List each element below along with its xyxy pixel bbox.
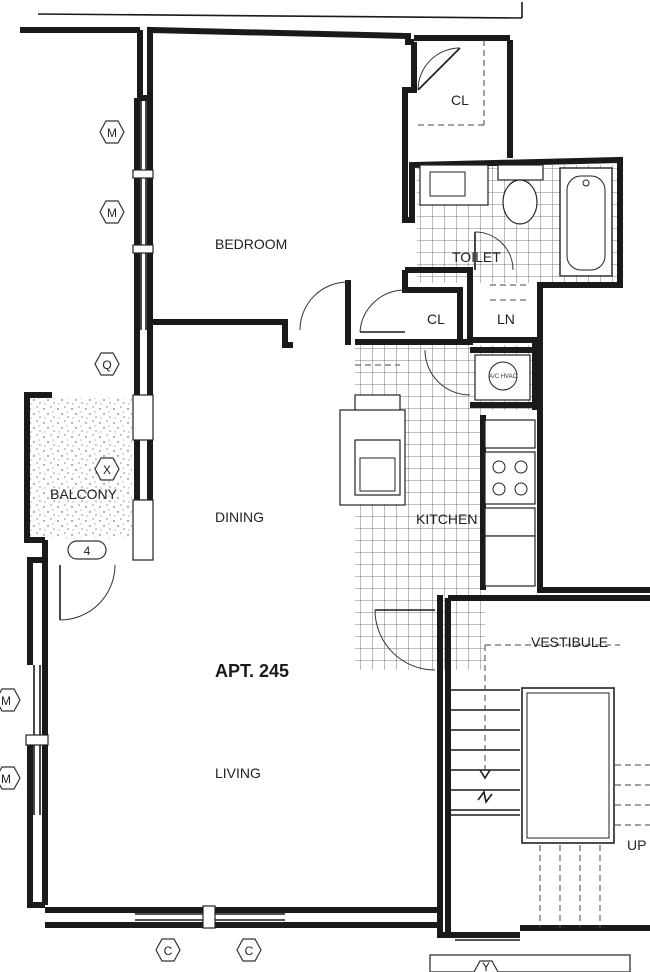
window-tag-x: X xyxy=(94,457,120,481)
door-tag-balcony-text: 4 xyxy=(84,544,91,558)
window-tag-q: Q xyxy=(94,352,120,376)
closet-shelves xyxy=(418,40,485,126)
top-neighbor-wall xyxy=(20,2,523,33)
window-tag-c2-text: C xyxy=(245,944,254,958)
window-tag-m1: M xyxy=(99,120,125,144)
room-label-bedroom: BEDROOM xyxy=(215,236,287,252)
kitchen-fixtures: DW xyxy=(339,364,536,587)
room-label-vestibule: VESTIBULE xyxy=(531,634,608,650)
window-tag-m3: M xyxy=(0,688,21,712)
window-tag-c1-text: C xyxy=(164,944,173,958)
window-tag-y: Y xyxy=(473,960,499,972)
window-tag-m4: M xyxy=(0,766,21,790)
hvac-label: A/C HVAC xyxy=(489,374,518,380)
room-label-linen: LN xyxy=(497,311,515,327)
room-label-dining: DINING xyxy=(215,509,264,525)
window-tag-q-text: Q xyxy=(102,358,111,372)
window-tag-m1-text: M xyxy=(107,126,117,140)
doors xyxy=(59,47,514,671)
room-label-closet-bedroom: CL xyxy=(451,92,469,108)
window-tag-m2: M xyxy=(99,200,125,224)
bath-fixtures xyxy=(419,164,613,301)
room-label-living: LIVING xyxy=(215,765,261,781)
window-tag-y-text: Y xyxy=(482,960,490,972)
window-tag-m4-text: M xyxy=(1,772,11,786)
room-label-balcony: BALCONY xyxy=(50,486,118,502)
window-tag-c2: C xyxy=(236,938,262,962)
stairs xyxy=(448,644,650,928)
hvac-unit: A/C HVAC xyxy=(474,354,531,401)
room-label-toilet: TOILET xyxy=(452,249,501,265)
window-tag-m3-text: M xyxy=(1,694,11,708)
entry-threshold xyxy=(429,939,631,972)
window-tag-c1: C xyxy=(155,938,181,962)
windows xyxy=(25,100,285,929)
stair-up-label: UP xyxy=(627,837,646,853)
window-tag-x-text: X xyxy=(103,463,111,477)
room-label-kitchen: KITCHEN xyxy=(416,511,477,527)
window-tag-m2-text: M xyxy=(107,206,117,220)
room-label-closet-hall: CL xyxy=(427,311,445,327)
unit-number: APT. 245 xyxy=(215,661,289,681)
door-tag-balcony: 4 xyxy=(67,540,107,560)
